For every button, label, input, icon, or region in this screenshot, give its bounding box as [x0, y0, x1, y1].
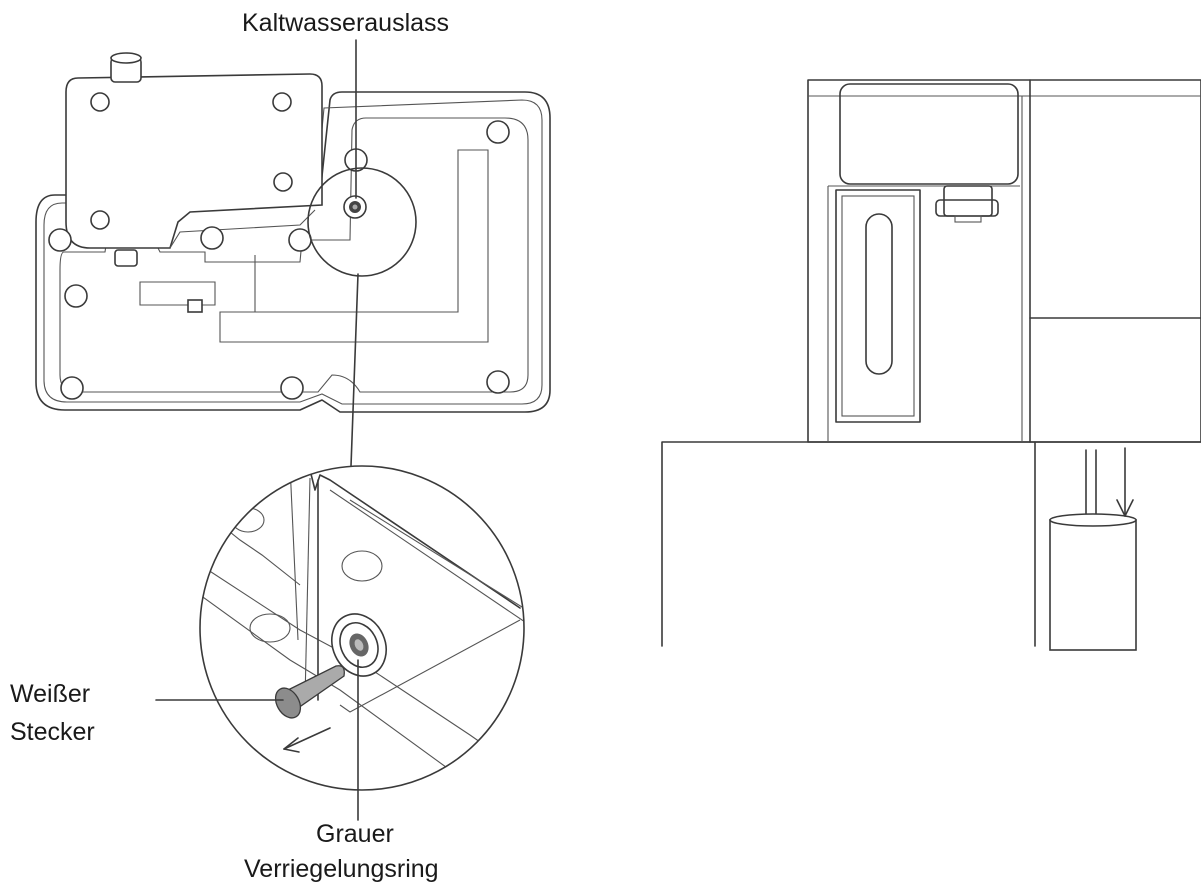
- pull-arrow: [283, 727, 331, 750]
- zoom-detail: [199, 465, 525, 791]
- white-plug-label-line1: Weißer: [10, 680, 91, 708]
- white-plug-label-line2: Stecker: [10, 718, 95, 746]
- unit-side-view: [661, 79, 1201, 651]
- zoom-connector-line: [350, 273, 359, 467]
- unit-top-view: [35, 52, 551, 413]
- cold-water-outlet-label: Kaltwasserauslass: [242, 9, 450, 37]
- grey-ring-label-line1: Grauer: [316, 820, 394, 848]
- grey-ring-label-line2: Verriegelungsring: [244, 855, 439, 883]
